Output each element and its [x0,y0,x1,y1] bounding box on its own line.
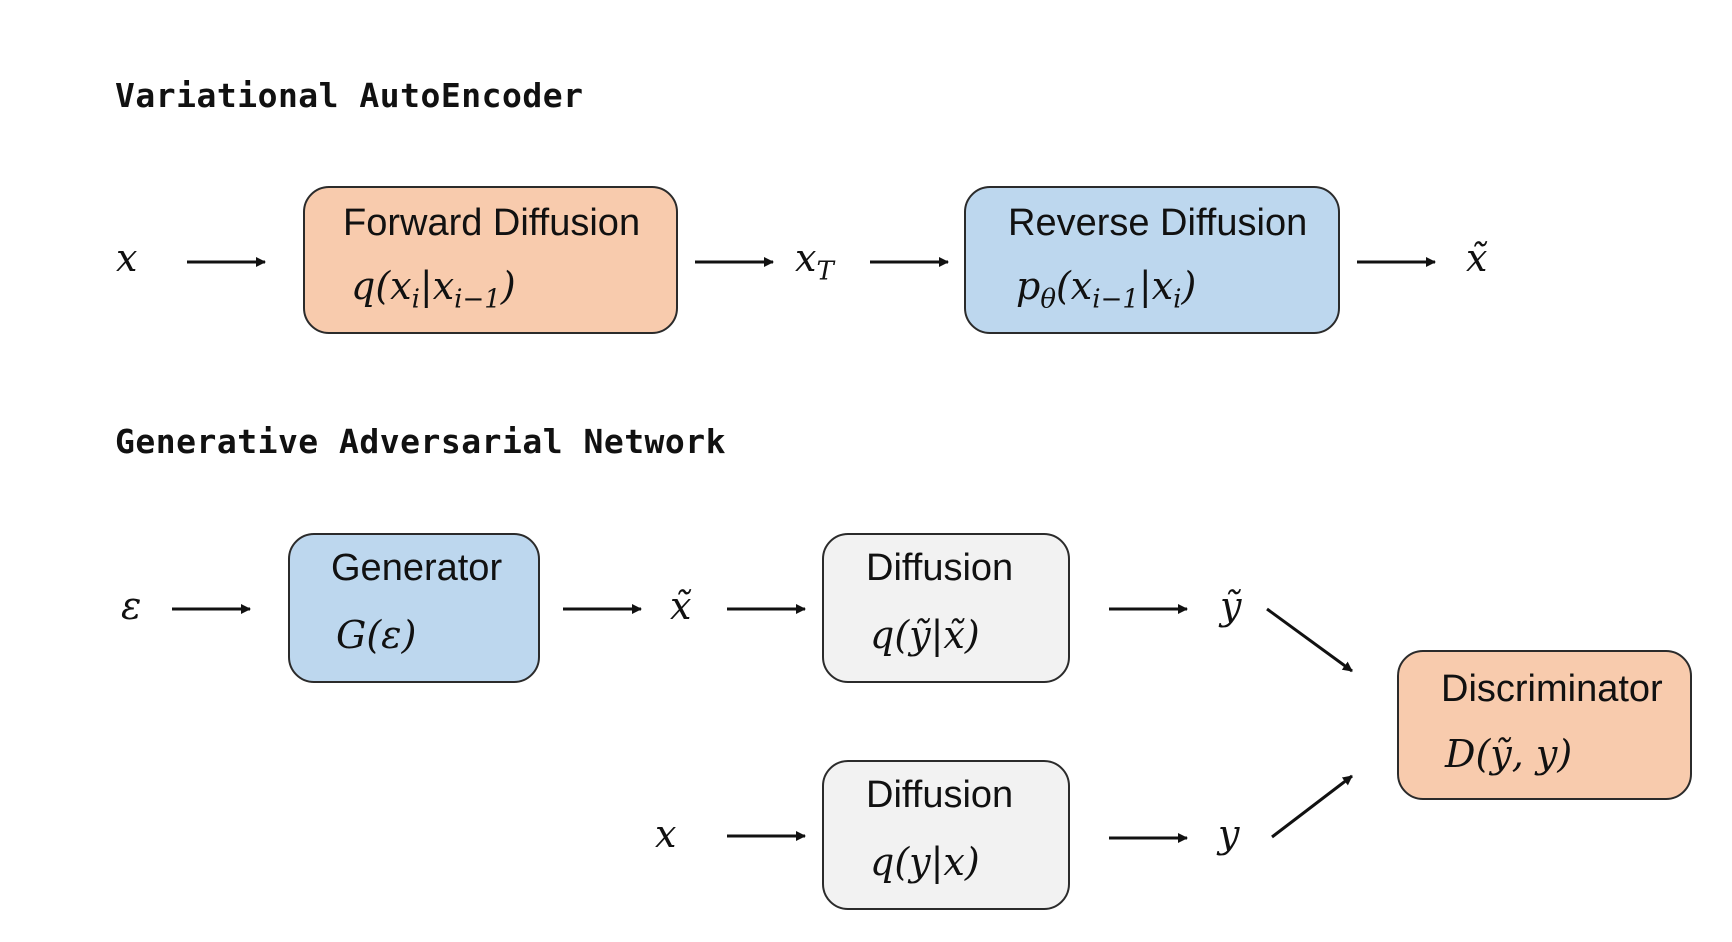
arrow-ytilde-to-discriminator [1266,607,1353,673]
diffusion-real-box: Diffusion q(y|x) [822,760,1070,910]
gan-fake-out-ytilde: ỹ [1220,584,1242,628]
diffusion-fake-box: Diffusion q(ỹ|x̃) [822,533,1070,683]
arrow-y-to-discriminator [1271,774,1353,839]
diffusion-fake-formula: q(ỹ|x̃) [870,613,980,657]
discriminator-formula: D(ỹ, y) [1445,732,1573,776]
gan-section-title: Generative Adversarial Network [115,422,727,461]
reverse-diffusion-label: Reverse Diffusion [1008,202,1308,244]
generator-formula: G(ε) [336,613,417,657]
discriminator-label: Discriminator [1441,668,1663,710]
discriminator-box: Discriminator D(ỹ, y) [1397,650,1692,800]
diffusion-fake-label: Diffusion [866,547,1014,589]
vae-section-title: Variational AutoEncoder [115,76,584,115]
vae-output-xtilde: x̃ [1466,236,1488,280]
forward-diffusion-label: Forward Diffusion [343,202,641,244]
generator-label: Generator [331,547,503,589]
gan-noise-epsilon: ε [121,584,142,628]
reverse-diffusion-box: Reverse Diffusion pθ(xi−1|xi) [964,186,1340,334]
forward-diffusion-formula: q(xi|xi−1) [351,264,516,315]
gan-generated-xtilde: x̃ [670,584,692,628]
vae-latent-xt: xT [795,236,834,287]
generator-box: Generator G(ε) [288,533,540,683]
gan-real-out-y: y [1218,812,1240,856]
diffusion-real-formula: q(y|x) [870,840,980,884]
reverse-diffusion-formula: pθ(xi−1|xi) [1016,264,1197,315]
diffusion-real-label: Diffusion [866,774,1014,816]
gan-real-in-x: x [655,812,677,856]
vae-input-x: x [116,236,138,280]
forward-diffusion-box: Forward Diffusion q(xi|xi−1) [303,186,678,334]
